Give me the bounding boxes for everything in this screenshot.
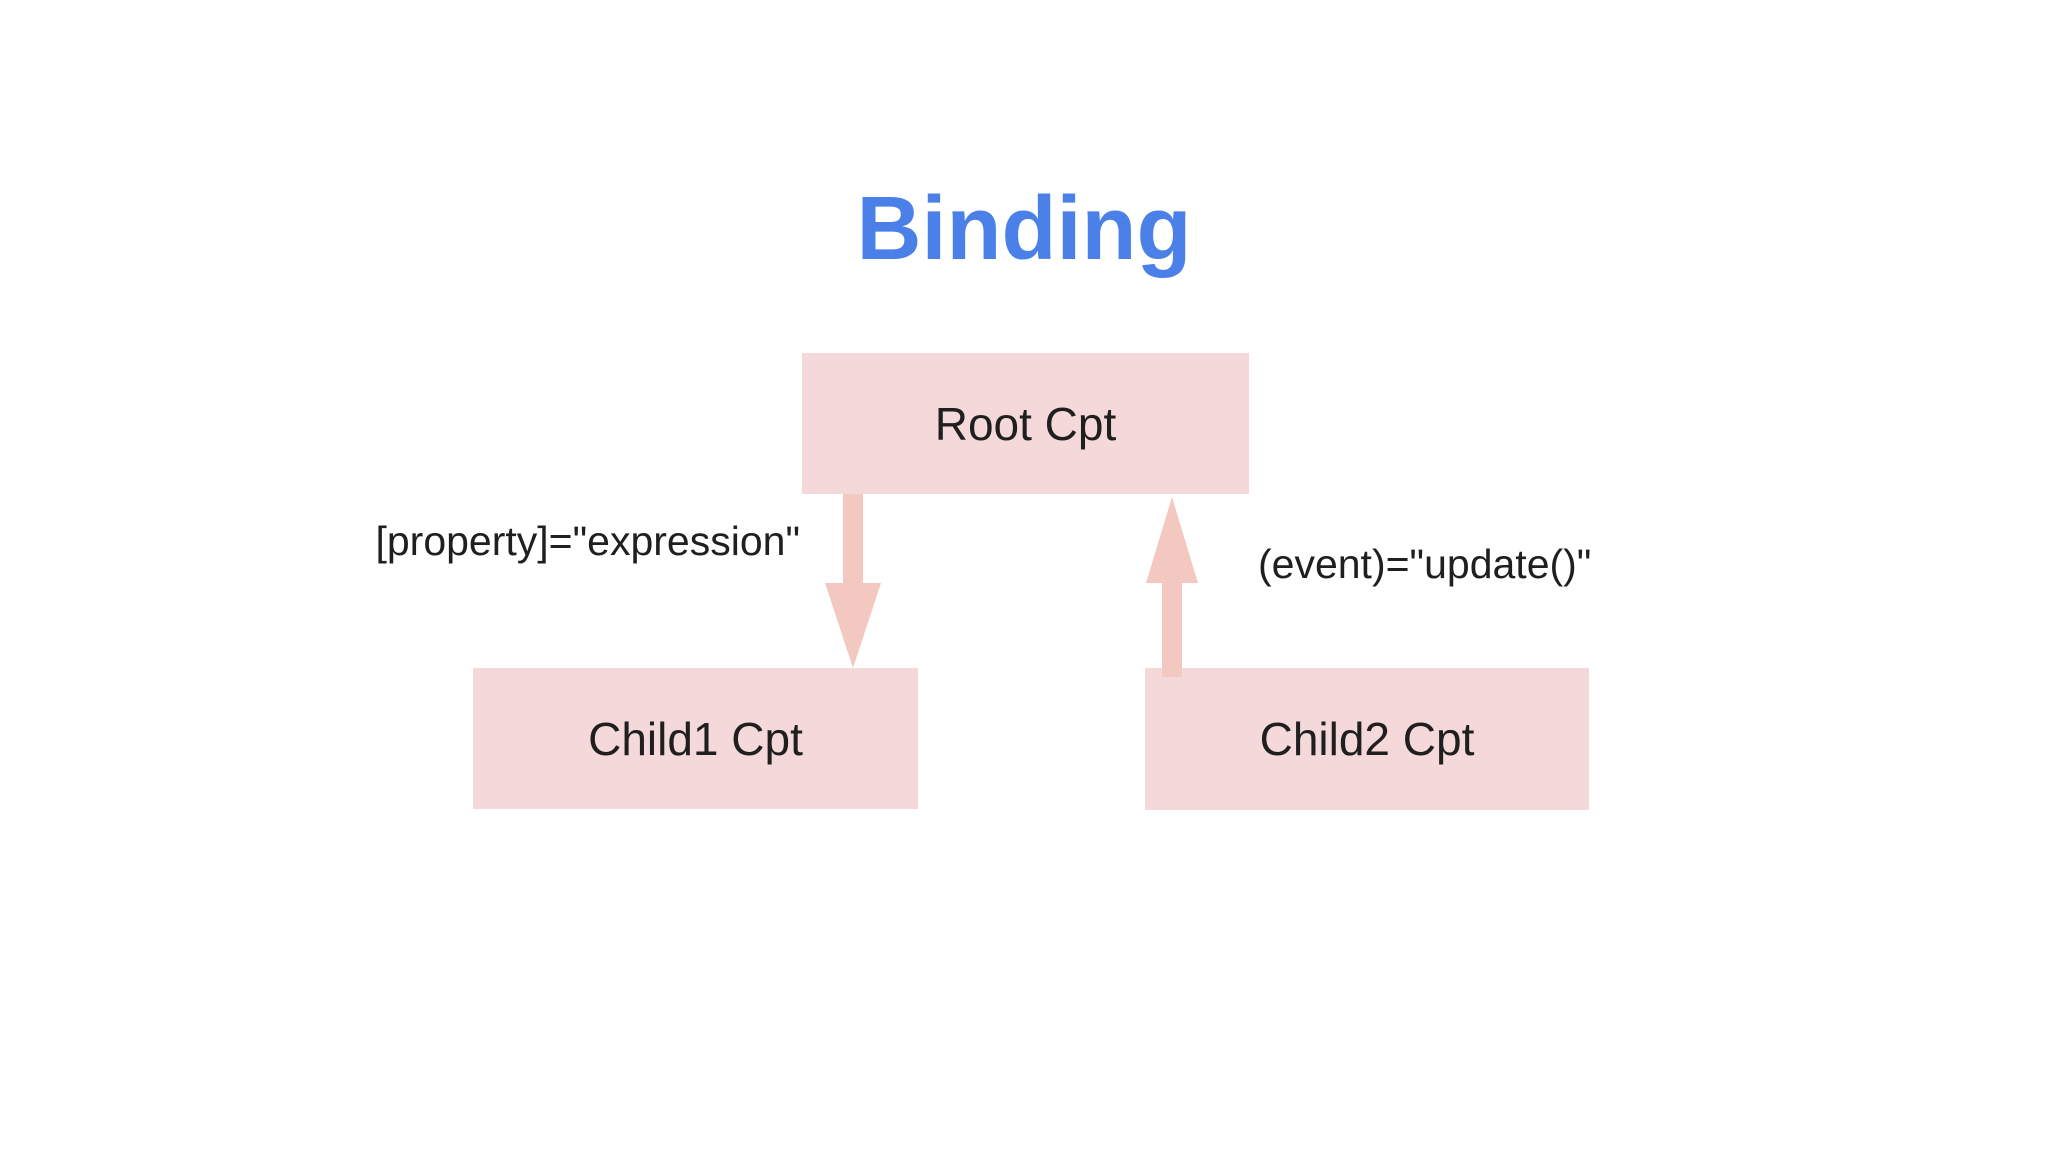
node-child2-label: Child2 Cpt bbox=[1259, 713, 1475, 765]
node-child1-cpt: Child1 Cpt bbox=[473, 668, 918, 809]
node-child2-cpt: Child2 Cpt bbox=[1145, 668, 1589, 810]
event-binding-up-arrow-icon bbox=[1146, 497, 1198, 677]
property-binding-down-arrow-icon bbox=[825, 494, 881, 668]
node-root-cpt: Root Cpt bbox=[802, 353, 1249, 494]
diagram-title: Binding bbox=[856, 179, 1192, 279]
node-root-label: Root Cpt bbox=[934, 397, 1117, 450]
edge-label-event-binding: (event)="update()" bbox=[1258, 541, 1592, 587]
node-child1-label: Child1 Cpt bbox=[588, 712, 803, 765]
edge-label-property-binding: [property]="expression" bbox=[375, 518, 800, 564]
